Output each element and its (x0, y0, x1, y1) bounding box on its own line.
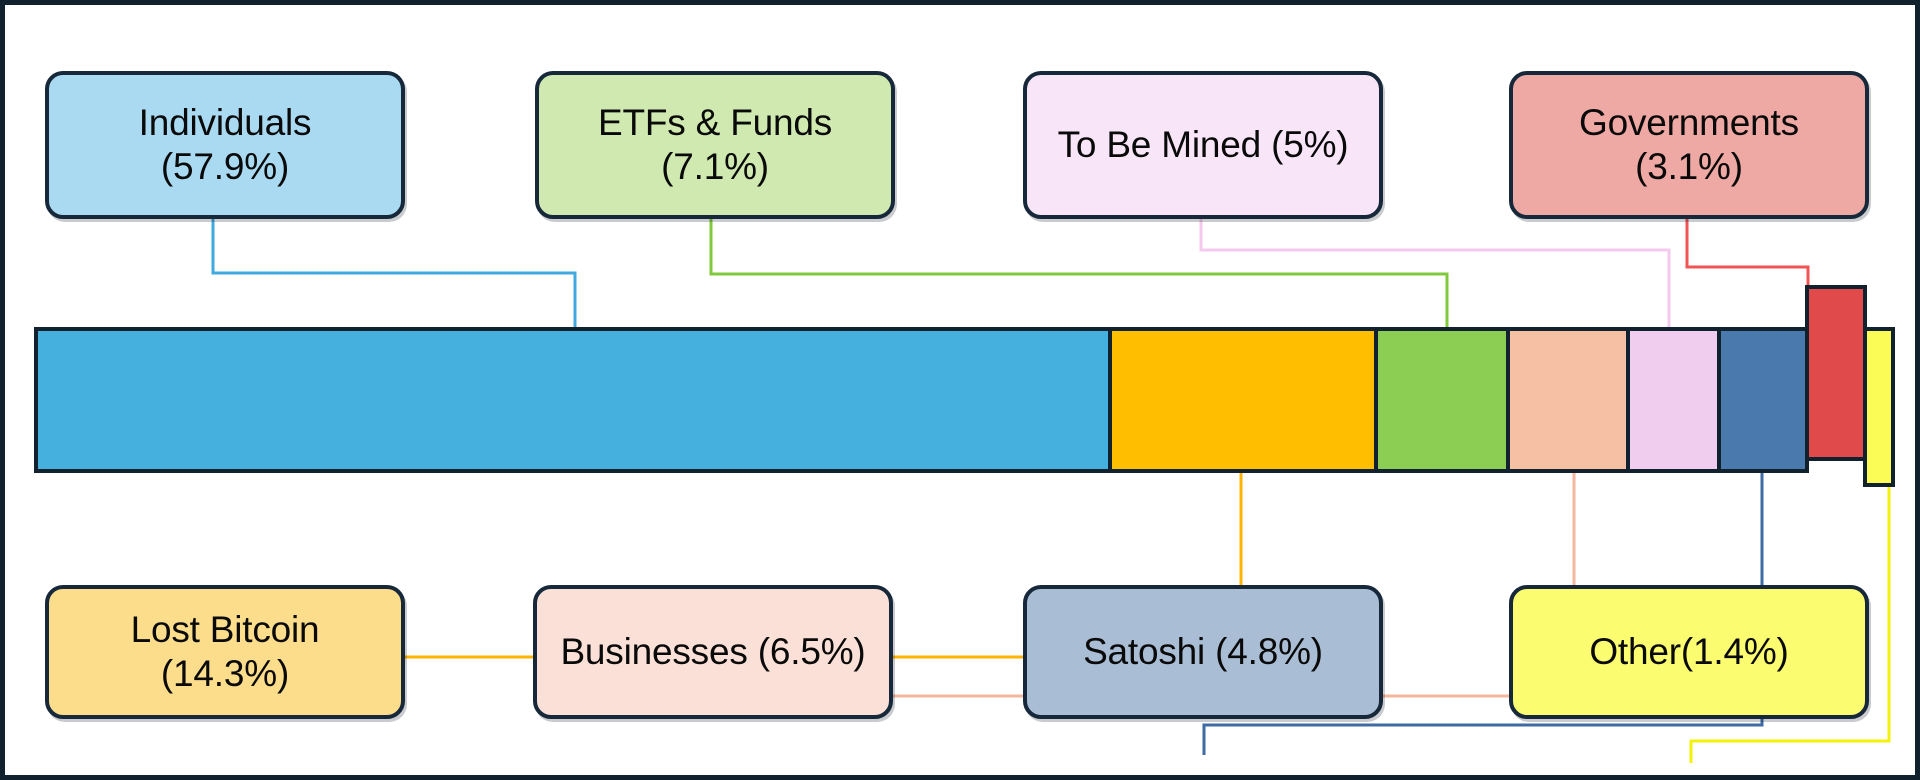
label-box-governments[interactable]: Governments (3.1%) (1509, 71, 1869, 219)
connector-governments (1685, 217, 1810, 317)
label-text-satoshi: Satoshi (4.8%) (1083, 631, 1323, 673)
label-text-businesses: Businesses (6.5%) (560, 631, 866, 673)
bar-segment-governments[interactable] (1805, 285, 1867, 461)
bar-segment-etfs-funds[interactable] (1374, 327, 1510, 473)
bar-segment-satoshi[interactable] (1717, 327, 1809, 473)
label-box-lost-bitcoin[interactable]: Lost Bitcoin (14.3%) (45, 585, 405, 719)
label-text-etfs-funds: ETFs & Funds (7.1%) (597, 102, 833, 187)
label-text-individuals: Individuals (57.9%) (138, 102, 312, 187)
label-box-to-be-mined[interactable]: To Be Mined (5%) (1023, 71, 1383, 219)
connector-to-be-mined (1199, 217, 1671, 329)
connector-etfs-funds (709, 217, 1449, 329)
label-text-lost-bitcoin: Lost Bitcoin (14.3%) (130, 609, 320, 694)
stacked-bar (34, 285, 1905, 487)
connector-individuals (211, 217, 577, 329)
label-box-etfs-funds[interactable]: ETFs & Funds (7.1%) (535, 71, 895, 219)
label-box-individuals[interactable]: Individuals (57.9%) (45, 71, 405, 219)
bar-segment-individuals[interactable] (34, 327, 1112, 473)
label-text-governments: Governments (3.1%) (1579, 102, 1799, 187)
bar-segment-to-be-mined[interactable] (1626, 327, 1721, 473)
label-box-satoshi[interactable]: Satoshi (4.8%) (1023, 585, 1383, 719)
label-box-other[interactable]: Other(1.4%) (1509, 585, 1869, 719)
label-box-businesses[interactable]: Businesses (6.5%) (533, 585, 893, 719)
bar-segment-businesses[interactable] (1506, 327, 1630, 473)
bar-segment-lost-bitcoin[interactable] (1108, 327, 1378, 473)
label-text-to-be-mined: To Be Mined (5%) (1057, 124, 1349, 166)
bar-segment-other[interactable] (1863, 327, 1895, 487)
label-text-other: Other(1.4%) (1589, 631, 1789, 673)
